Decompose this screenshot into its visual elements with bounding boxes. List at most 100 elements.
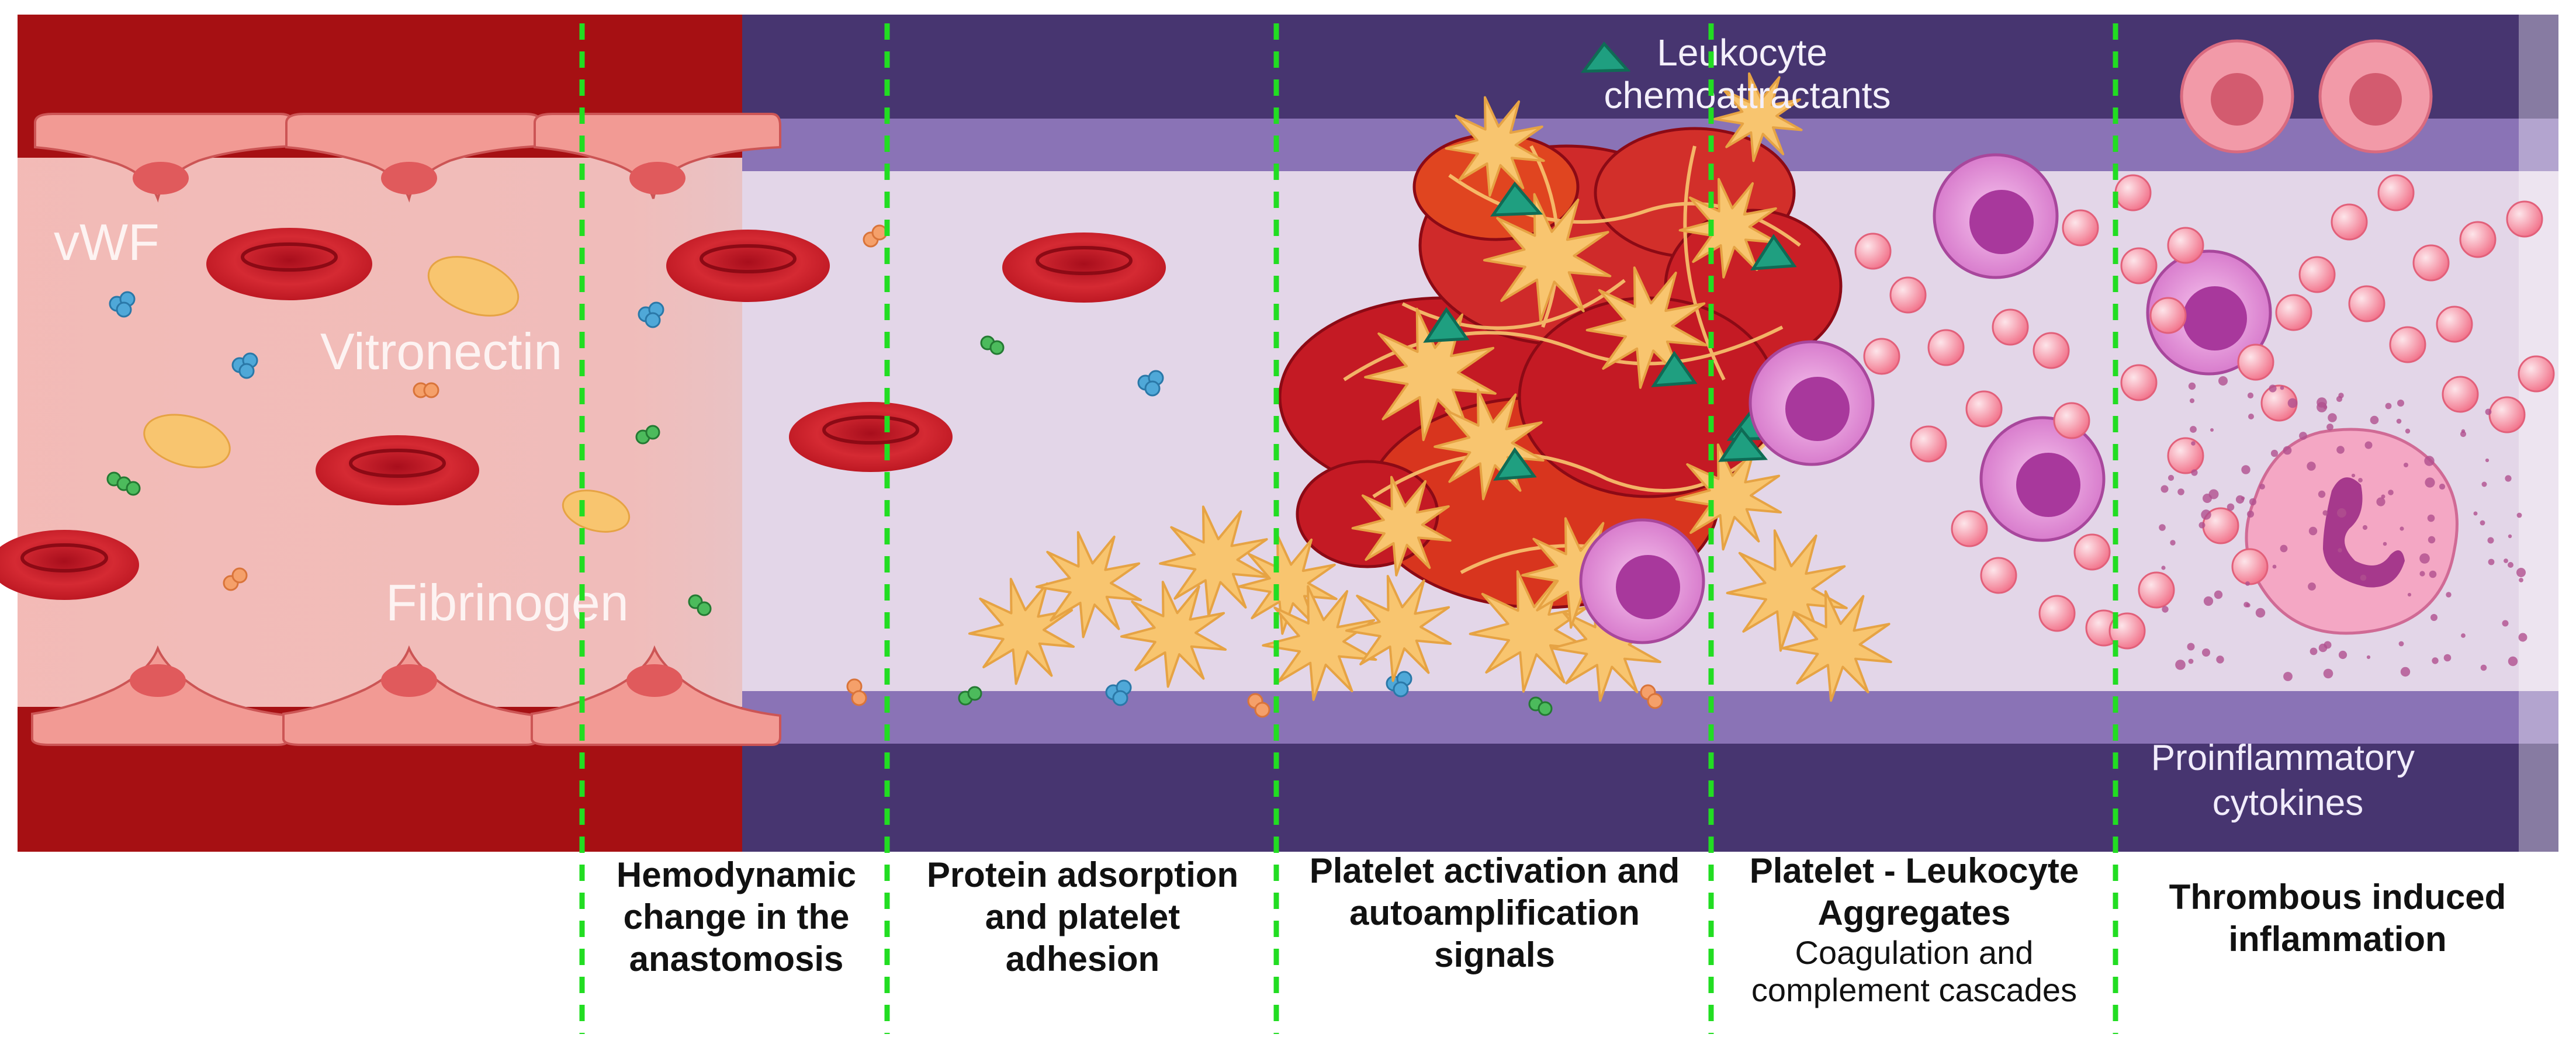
cytokine-particle [2362,525,2368,530]
stage-5-line-2: inflammation [2228,919,2447,959]
cytokine-droplet-icon [1992,308,2029,346]
proinflammatory-cytokines-label: Proinflammatory cytokines [2151,738,2425,823]
vwf-label: vWF [54,213,160,271]
cytokine-droplet-icon [2108,612,2146,650]
chemoattractants-line-2: chemoattractants [1604,74,1891,116]
protein-clusters [106,224,1663,718]
vessel [18,15,2576,852]
cytokine-particle [2336,395,2343,402]
platelet-icon [143,414,231,469]
protein-cluster-icon [1247,693,1270,718]
cytokine-droplet-icon [1965,390,2003,428]
cytokine-particle [2424,456,2435,466]
cytokine-particle [2485,408,2492,415]
cytokine-droplet-icon [2298,256,2336,293]
cytokine-particle [2323,668,2333,679]
fibrinogen-label: Fibrinogen [386,574,629,631]
cytokine-particle [2480,664,2487,671]
protein-cluster-icon [1528,696,1553,716]
endothelium-top [34,113,781,203]
spiky-cell-icon [2318,39,2433,154]
cytokine-particle [2161,565,2166,570]
protein-cluster-icon [688,594,712,616]
activated-platelet-icon [1120,581,1227,688]
cytokine-droplet-icon [2167,227,2204,264]
chemoattractant-triangle-icon [1651,351,1698,387]
cytokine-particle [2241,496,2245,501]
cytokine-particle [2407,592,2412,597]
stage-1-line-2: change in the [623,897,850,936]
endothelial-cell-icon [285,113,542,203]
cytokine-particle [2336,446,2345,454]
leukocyte-icon [1979,416,2106,542]
cytokine-droplet-icon [2436,306,2473,343]
cytokine-particle [2191,441,2196,446]
protein-cluster-icon [106,471,141,496]
cytokine-droplet-icon [2442,376,2479,413]
cytokine-particle [2307,461,2316,471]
cytokines-line-1: Proinflammatory [2151,738,2415,778]
activated-platelet-icon [1713,72,1803,162]
cytokine-particle [2187,643,2195,651]
cytokine-droplet-icon [2138,571,2175,609]
cytokine-droplet-icon [2073,533,2111,571]
cytokine-droplet-icon [2412,244,2450,282]
stage-5-line-1: Thrombous induced [2169,877,2506,917]
stage-5-caption: Thrombous induced inflammation [2121,876,2554,960]
cytokine-particle [2218,376,2228,386]
cytokine-particle [2396,418,2402,424]
red-blood-cells [0,228,1166,600]
cytokine-particle [2280,544,2288,553]
leukocyte-chemoattractants-label: Leukocyte chemoattractants [1604,32,1891,116]
cytokine-particle [2203,596,2214,606]
activated-platelet-icon [1345,575,1452,682]
cytokine-particle [2370,415,2379,425]
stage-2-line-1: Protein adsorption [926,855,1239,894]
protein-cluster-icon [1105,679,1132,706]
activated-platelet-icon [1675,443,1782,551]
cytokine-droplet-icon [2377,174,2415,211]
protein-cluster-icon [1640,684,1663,709]
cytokine-particle [2159,524,2166,531]
cytokine-particle [2269,384,2277,393]
cytokine-droplet-icon [1951,510,1988,547]
cytokine-droplet-icon [2275,294,2312,331]
cytokine-droplet-icon [2348,285,2385,322]
activated-platelet-icon [1483,193,1612,322]
cytokine-particle [2208,489,2219,499]
cytokine-particle [2480,520,2485,526]
cytokine-particle [2397,400,2404,407]
cytokine-particle [2337,508,2346,518]
cytokine-particle [2210,428,2214,432]
cytokine-droplet-icon [2459,221,2497,258]
cytokine-particle [2508,534,2512,539]
cytokine-droplet-icon [2149,297,2187,334]
stage-3-line-1: Platelet activation and [1309,851,1680,890]
cytokine-particle [2360,574,2367,581]
cytokine-droplet-icon [2488,396,2526,433]
cytokine-particle [2425,477,2435,488]
cytokine-particle [2485,458,2490,463]
cytokine-particle [2214,590,2223,599]
stage-4-line-2: Aggregates [1817,893,2011,932]
cytokines-line-2: cytokines [2213,783,2363,823]
protein-cluster-icon [980,335,1005,355]
cytokine-particle [2310,647,2318,655]
cytokine-particle [2385,402,2392,410]
cytokine-particle [2326,424,2333,431]
cytokine-particle [2160,485,2169,493]
cytokine-droplet-icon [1863,338,1900,375]
cytokine-particle [2516,512,2522,518]
leukocyte-icon [1933,153,2059,279]
chemoattractant-triangle-icon [1750,234,1797,270]
stage-4-caption: Platelet - Leukocyte Aggregates Coagulat… [1717,850,2111,1009]
red-blood-cell-icon [789,402,953,472]
cytokine-particle [2518,633,2527,642]
activated-platelet-icon [1237,534,1338,635]
endothelial-nucleus [133,162,189,195]
stage-3-line-3: signals [1434,935,1555,974]
cytokine-particle [2249,498,2257,506]
stage-1-line-3: anastomosis [629,939,844,978]
leukocyte-icon [1749,340,1875,466]
cytokine-droplet-icon [2237,343,2274,381]
